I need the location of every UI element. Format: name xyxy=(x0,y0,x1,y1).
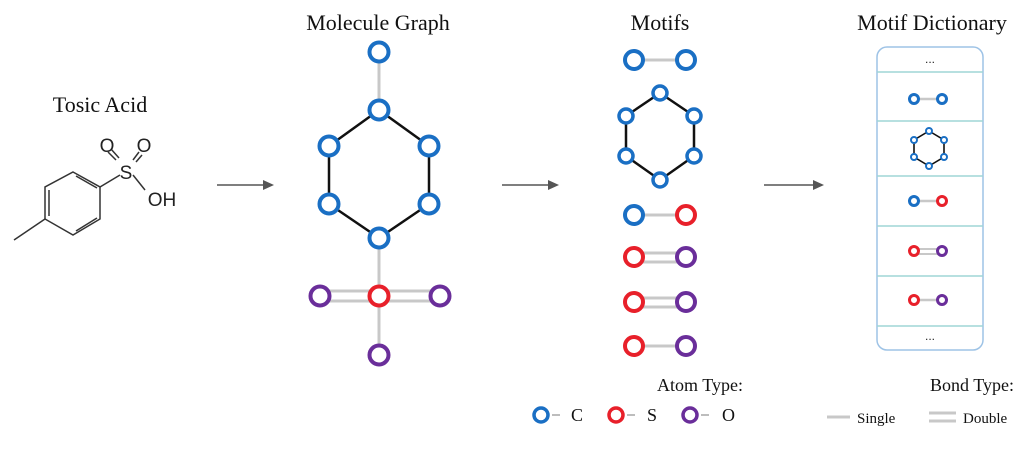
motif-dictionary: ... ... xyxy=(876,46,984,351)
dictionary-entry-s-o-single xyxy=(908,294,948,306)
atom-c-ring-6 xyxy=(317,134,341,158)
motif-c-s xyxy=(623,204,697,226)
atom-c-ring-5 xyxy=(317,192,341,216)
dictionary-entry-c-s xyxy=(908,195,948,207)
dictionary-ellipsis-bottom: ... xyxy=(925,329,935,343)
molecule-graph-title: Molecule Graph xyxy=(306,10,450,35)
legend-oxygen-marker xyxy=(681,406,699,424)
atom-c-ring-4 xyxy=(367,226,391,250)
legend-sulfur-label: S xyxy=(647,405,657,425)
atom-c-top xyxy=(367,40,391,64)
dictionary-ellipsis-top: ... xyxy=(925,52,935,66)
atom-c-ring-3 xyxy=(417,192,441,216)
dictionary-entry-ring xyxy=(910,127,948,170)
motifs-column xyxy=(617,49,703,357)
atom-type-legend: Atom Type: C S O xyxy=(532,375,743,425)
tosic-o1-label: O xyxy=(100,136,115,157)
molecule-graph xyxy=(308,40,452,367)
tosic-acid-title: Tosic Acid xyxy=(53,92,147,117)
legend-double-bond-label: Double xyxy=(963,411,1008,427)
atom-c-ring-1 xyxy=(367,98,391,122)
arrow-2 xyxy=(502,180,559,190)
legend-sulfur-marker xyxy=(607,406,625,424)
atom-o-right xyxy=(428,284,452,308)
dictionary-entry-s-o-double xyxy=(908,245,948,257)
tosic-s-label: S xyxy=(120,163,133,184)
legend-carbon-label: C xyxy=(571,405,583,425)
motif-s-o-double-2 xyxy=(623,291,697,313)
legend-carbon-marker xyxy=(532,406,550,424)
arrow-3 xyxy=(764,180,824,190)
motif-c-c xyxy=(623,49,697,71)
bond-type-legend: Bond Type: Single Double xyxy=(827,375,1014,427)
motif-ring xyxy=(617,84,703,189)
atom-type-legend-title: Atom Type: xyxy=(657,375,743,395)
bond-type-legend-title: Bond Type: xyxy=(930,375,1014,395)
graph-atoms xyxy=(308,40,452,367)
atom-s xyxy=(367,284,391,308)
atom-o-left xyxy=(308,284,332,308)
tosic-acid-structure xyxy=(13,148,146,241)
legend-single-bond-label: Single xyxy=(857,411,896,427)
motif-dictionary-title: Motif Dictionary xyxy=(857,10,1007,35)
motifs-title: Motifs xyxy=(631,10,690,35)
motif-s-o-single xyxy=(623,335,697,357)
legend-oxygen-label: O xyxy=(722,405,735,425)
motif-s-o-double-1 xyxy=(623,246,697,268)
dictionary-entry-c-c xyxy=(908,93,948,105)
tosic-o2-label: O xyxy=(137,136,152,157)
tosic-oh-label: OH xyxy=(148,190,177,211)
atom-o-bottom xyxy=(367,343,391,367)
atom-c-ring-2 xyxy=(417,134,441,158)
arrow-1 xyxy=(217,180,274,190)
